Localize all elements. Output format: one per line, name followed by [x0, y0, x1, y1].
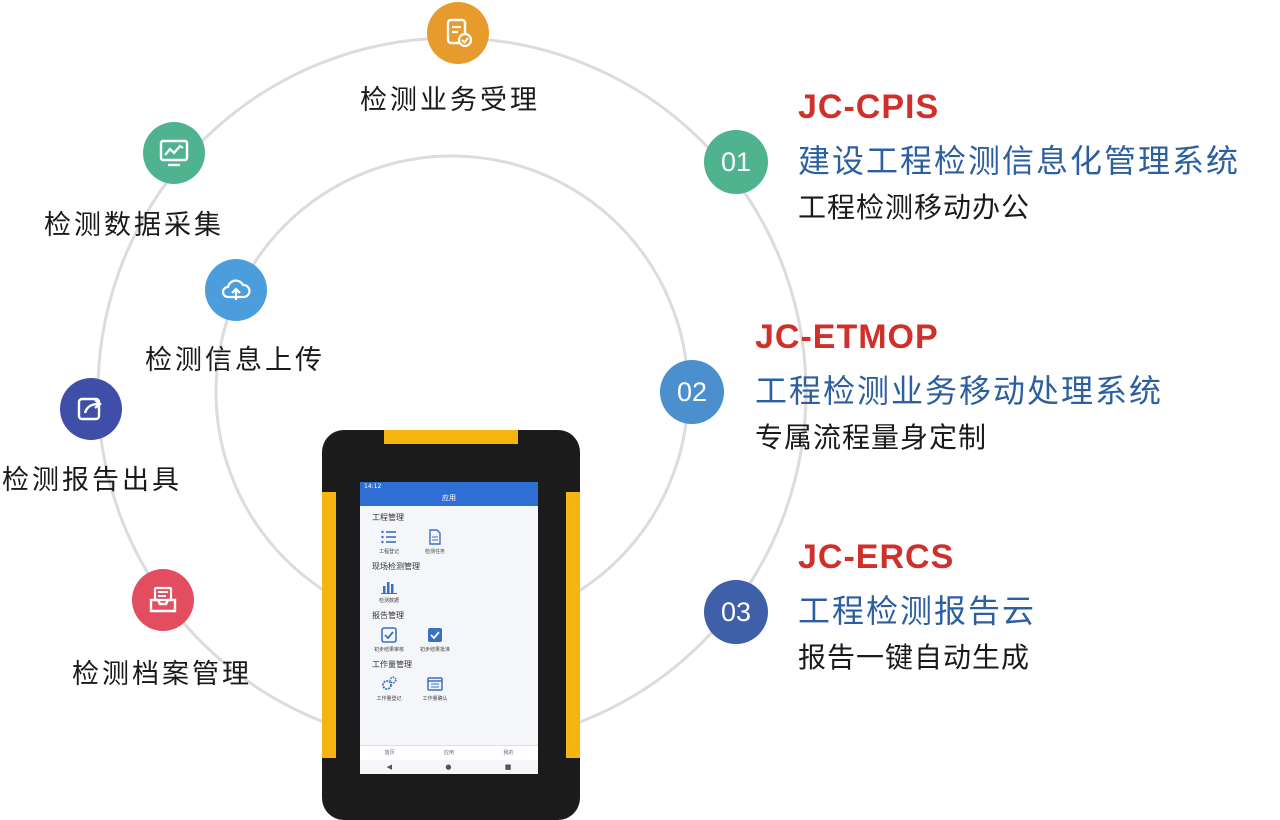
- system-code: JC-CPIS: [798, 88, 940, 126]
- inbox-tray-icon: [149, 586, 177, 613]
- app-result-review[interactable]: 初步结果审核: [372, 626, 406, 653]
- gears-icon: [382, 676, 397, 690]
- system-subtitle: 报告一键自动生成: [798, 641, 1031, 674]
- node-icon-circle: [60, 378, 122, 440]
- system-number-badge: 02: [660, 360, 724, 424]
- app-workload-register[interactable]: 工作量登记: [372, 675, 406, 702]
- system-subtitle: 专属流程量身定制: [755, 421, 988, 454]
- system-number-badge: 03: [704, 580, 768, 644]
- app-result-approve[interactable]: 初步结果批准: [418, 626, 452, 653]
- document-check-icon: [446, 18, 473, 48]
- system-number-badge: 01: [704, 130, 768, 194]
- back-icon[interactable]: ◀: [386, 763, 393, 771]
- cloud-upload-icon: [221, 279, 251, 300]
- system-name: 建设工程检测信息化管理系统: [798, 142, 1241, 180]
- rugged-tablet: 14:12 应用 工程管理 工程登记 检测任务 现场检测管理 检测数据 报告管理: [322, 430, 580, 820]
- section-title: 报告管理: [372, 611, 404, 620]
- device-screen: 14:12 应用 工程管理 工程登记 检测任务 现场检测管理 检测数据 报告管理: [360, 482, 538, 774]
- recents-icon[interactable]: ■: [504, 763, 512, 771]
- node-label-collect: 检测数据采集: [44, 210, 224, 241]
- checkbox-filled-icon: [428, 628, 442, 642]
- app-workload-confirm[interactable]: 工作量确认: [418, 675, 452, 702]
- status-bar: 14:12: [360, 482, 538, 491]
- app-label: 检测数据: [378, 598, 399, 604]
- system-code: JC-ERCS: [798, 538, 955, 576]
- system-name: 工程检测报告云: [798, 592, 1037, 630]
- tab-apps[interactable]: 应用: [443, 750, 454, 756]
- system-name: 工程检测业务移动处理系统: [755, 372, 1164, 410]
- monitor-chart-icon: [159, 139, 189, 167]
- node-icon-circle: [132, 569, 194, 631]
- section-title: 现场检测管理: [372, 562, 420, 571]
- node-label-archive: 检测档案管理: [72, 659, 252, 690]
- bottom-tab-bar: 首页 应用 我的: [360, 745, 538, 760]
- node-icon-circle: [205, 259, 267, 321]
- tab-mine[interactable]: 我的: [503, 750, 514, 756]
- app-label: 工作量登记: [376, 696, 402, 702]
- node-icon-circle: [427, 2, 489, 64]
- edit-share-icon: [77, 397, 102, 421]
- node-label-upload: 检测信息上传: [145, 345, 325, 376]
- node-label-accept: 检测业务受理: [360, 85, 540, 116]
- app-project-register[interactable]: 工程登记: [372, 528, 406, 555]
- bar-chart-icon: [381, 582, 397, 594]
- home-icon[interactable]: ●: [445, 763, 452, 771]
- list-icon: [381, 530, 396, 544]
- section-title: 工作量管理: [372, 660, 412, 669]
- window-list-icon: [427, 677, 443, 691]
- document-icon: [429, 529, 441, 545]
- android-nav-bar: ◀ ● ■: [360, 760, 538, 774]
- section-title: 工程管理: [372, 513, 404, 522]
- app-label: 初步结果批准: [419, 647, 450, 653]
- system-subtitle: 工程检测移动办公: [798, 191, 1031, 224]
- system-code: JC-ETMOP: [755, 318, 939, 356]
- app-label: 工作量确认: [422, 696, 448, 702]
- tab-home[interactable]: 首页: [384, 750, 395, 756]
- app-label: 工程登记: [378, 549, 399, 555]
- node-icon-circle: [143, 122, 205, 184]
- app-label: 检测任务: [424, 549, 445, 555]
- node-label-report: 检测报告出具: [2, 465, 182, 496]
- app-test-task[interactable]: 检测任务: [418, 528, 452, 555]
- checkbox-outline-icon: [381, 627, 397, 643]
- app-label: 初步结果审核: [373, 647, 404, 653]
- app-test-data[interactable]: 检测数据: [372, 577, 406, 604]
- app-title: 应用: [360, 491, 538, 506]
